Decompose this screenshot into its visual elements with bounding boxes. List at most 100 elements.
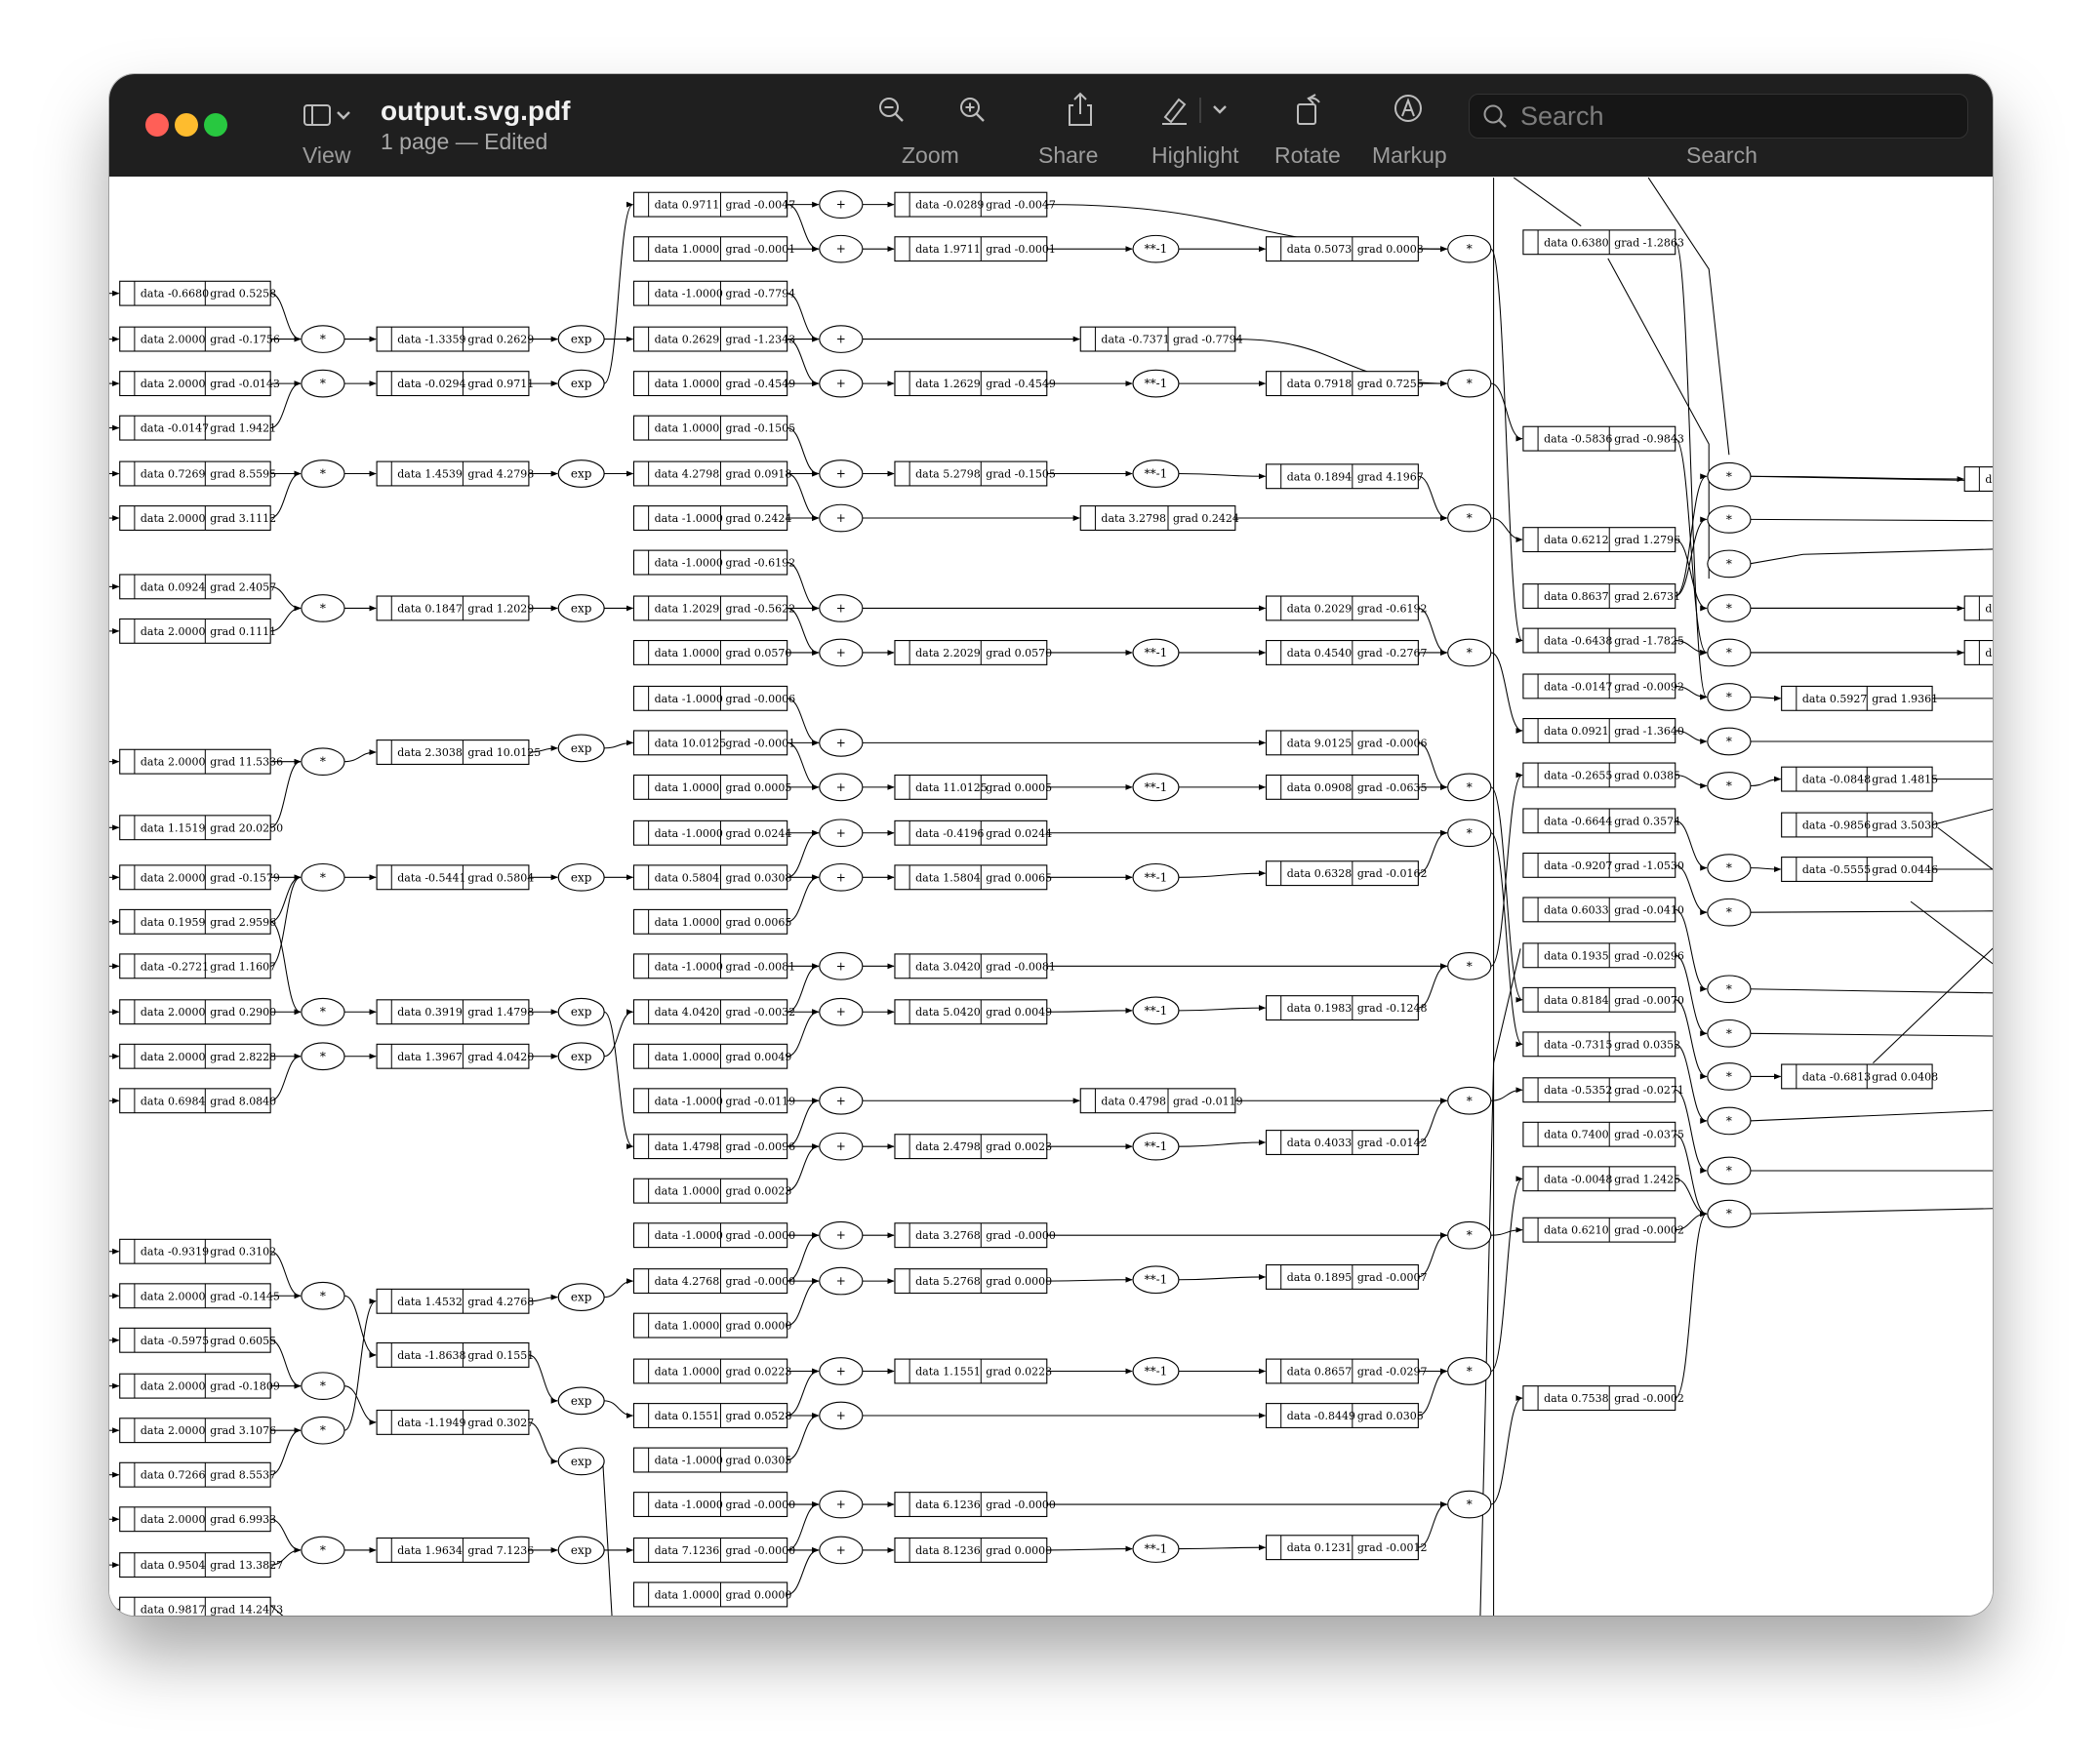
- node-box: [632, 1358, 788, 1384]
- node-box: [632, 908, 788, 935]
- node-data-text: data 3.0420: [915, 960, 981, 973]
- operator-node: +: [819, 773, 864, 802]
- graph-edge: [1490, 1176, 1523, 1373]
- operator-ellipse: [1707, 898, 1752, 927]
- node-box: [632, 236, 788, 262]
- rotate-button[interactable]: [1292, 91, 1325, 128]
- search-field[interactable]: [1469, 94, 1968, 139]
- node-grad-text: grad -0.1505: [986, 468, 1056, 481]
- operator-node: +: [819, 951, 864, 980]
- operator-label: *: [1726, 1114, 1732, 1128]
- operator-node: *: [1447, 819, 1492, 848]
- toolbar: View output.svg.pdf 1 page — Edited Zoom: [109, 74, 1993, 177]
- operator-node: exp: [557, 862, 605, 892]
- operator-label: **-1: [1145, 1273, 1168, 1287]
- node-grad-text: grad 0.0308: [725, 871, 791, 884]
- node-grad-text: grad 10.0125: [467, 746, 541, 759]
- graph-edge: [270, 380, 302, 429]
- node-box: [1522, 1031, 1676, 1058]
- node-data-text: data 0.9711: [655, 199, 720, 212]
- sidebar-toggle-button[interactable]: [301, 100, 359, 133]
- fullscreen-button[interactable]: [204, 113, 227, 137]
- operator-ellipse: [1447, 951, 1492, 980]
- node-grad-text: grad 0.7255: [1357, 378, 1424, 390]
- node-box: [632, 774, 788, 800]
- document-title: output.svg.pdf: [381, 96, 571, 126]
- node-data-text: data 6.1236: [915, 1498, 981, 1511]
- node-data-text: data 1.2629: [915, 378, 981, 390]
- close-button[interactable]: [145, 113, 169, 137]
- operator-node: *: [1707, 594, 1752, 622]
- node-data-text: data 0.1847: [397, 602, 463, 615]
- graph-edge: [1178, 1005, 1267, 1012]
- node-data-text: data -0.5441: [397, 871, 465, 884]
- operator-ellipse: [557, 1447, 605, 1476]
- node-grad-text: grad -0.6192: [725, 557, 795, 570]
- node-grad-text: grad -0.9843: [1614, 433, 1684, 446]
- zoom-out-button[interactable]: [875, 94, 909, 127]
- graph-edge: [269, 758, 302, 828]
- operator-label: **-1: [1145, 1542, 1168, 1556]
- node-grad-text: grad -0.0096: [725, 1140, 795, 1153]
- operator-label: **-1: [1145, 870, 1168, 884]
- node-data-text: data 0.7266: [141, 1469, 206, 1482]
- node-data-text: data -0.5836: [1544, 433, 1612, 446]
- graph-edge: [528, 1421, 558, 1464]
- operator-ellipse: [819, 369, 864, 398]
- operator-node: +: [819, 503, 864, 533]
- graph-edge: [787, 1098, 820, 1147]
- node-box: [1963, 466, 1993, 492]
- share-button[interactable]: [1064, 90, 1097, 129]
- graph-edge: [1490, 382, 1523, 442]
- node-grad-text: grad 4.2768: [467, 1296, 534, 1308]
- node-box: [1522, 583, 1676, 609]
- markup-button[interactable]: [1392, 92, 1425, 125]
- node-data-text: data 0.0921: [1544, 725, 1609, 738]
- operator-ellipse: [557, 459, 605, 488]
- node-box: [376, 460, 530, 487]
- node-data-text: data 3.2798: [1101, 512, 1166, 525]
- operator-node: *: [1447, 638, 1492, 667]
- operator-node: exp: [557, 1283, 605, 1311]
- node-data-text: data 1.0000: [655, 1185, 720, 1198]
- operator-label: exp: [571, 1543, 592, 1557]
- operator-label: *: [1726, 905, 1732, 919]
- operator-label: *: [1726, 1026, 1732, 1040]
- node-grad-text: grad 0.0049: [725, 1051, 791, 1063]
- operator-ellipse: [557, 594, 605, 622]
- node-grad-text: grad -0.0000: [725, 1498, 795, 1511]
- operator-label: exp: [571, 1005, 592, 1019]
- highlight-button[interactable]: [1157, 92, 1235, 127]
- node-grad-text: grad -0.0001: [725, 243, 795, 256]
- minimize-button[interactable]: [175, 113, 198, 137]
- node-box: [119, 815, 271, 841]
- node-grad-text: grad -0.0271: [1614, 1084, 1684, 1097]
- node-data-text: data -0.5352: [1544, 1084, 1612, 1097]
- search-input[interactable]: [1518, 100, 1952, 132]
- node-grad-text: grad -0.0012: [1357, 1541, 1428, 1554]
- node-box: [632, 864, 788, 891]
- operator-ellipse: [1132, 862, 1180, 892]
- operator-node: *: [301, 1281, 345, 1310]
- node-box: [894, 774, 1048, 800]
- operator-label: exp: [571, 333, 592, 346]
- graph-edge: [1675, 1089, 1708, 1174]
- zoom-in-button[interactable]: [956, 94, 989, 127]
- graph-edge: [270, 605, 302, 632]
- node-grad-text: grad 1.4798: [467, 1006, 534, 1019]
- graph-edge: [1675, 241, 1708, 700]
